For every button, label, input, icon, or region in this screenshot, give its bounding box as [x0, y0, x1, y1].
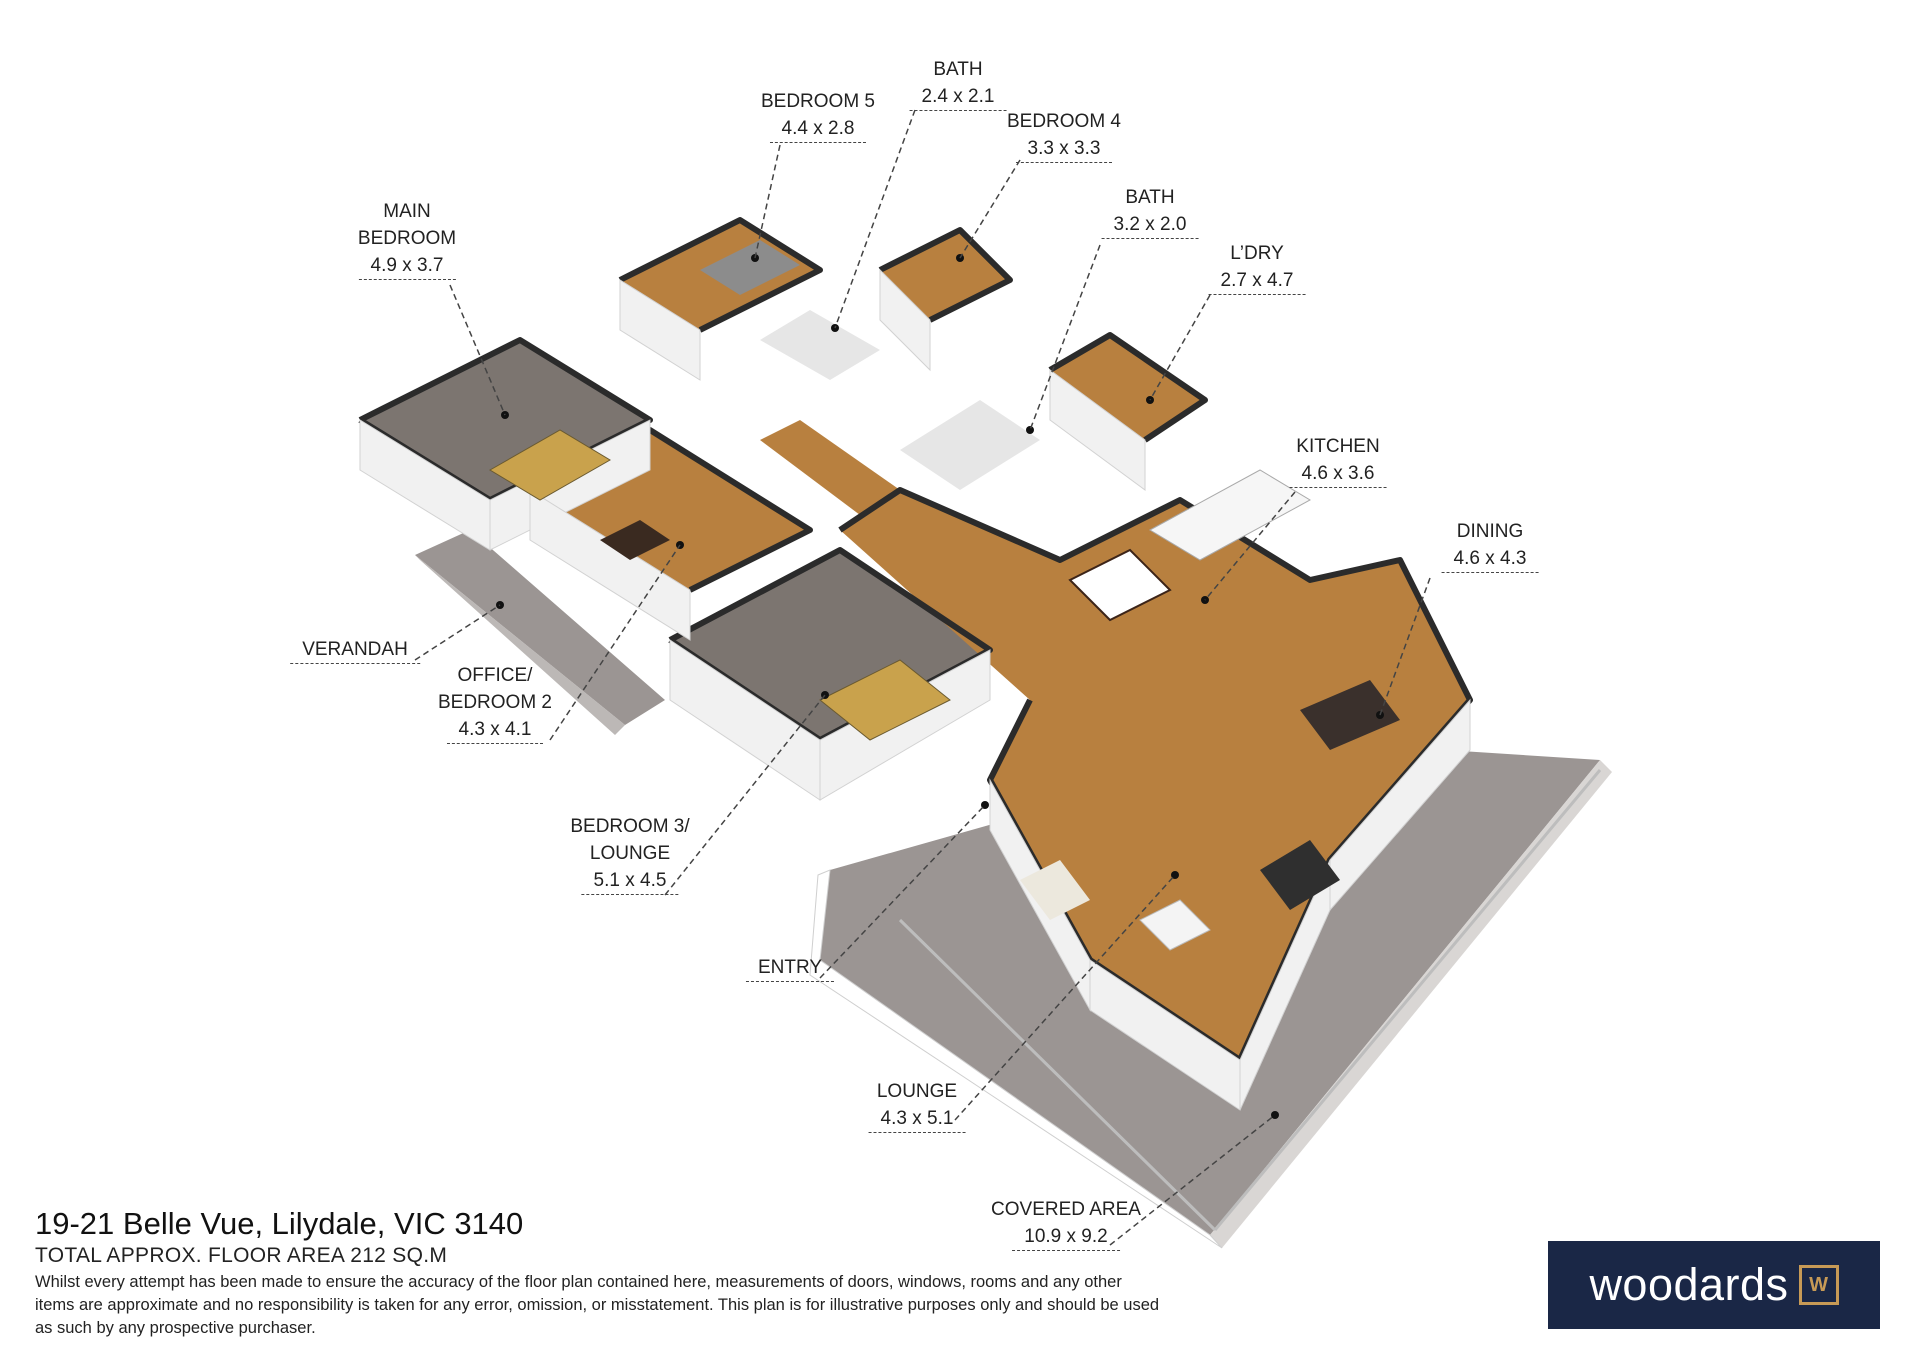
logo-mark-icon: W [1798, 1265, 1839, 1305]
label-entry: ENTRY [745, 954, 835, 982]
bedroom-5-bed [700, 240, 800, 295]
logo-wordmark: woodards [1589, 1259, 1789, 1310]
furniture [489, 240, 1400, 951]
room-markers [496, 254, 1384, 1119]
main-bed [489, 429, 611, 501]
office-desk [600, 520, 670, 560]
woodards-logo: woodards W [1548, 1241, 1880, 1329]
kitchen-island [1068, 548, 1172, 622]
kitchen-bench [1148, 469, 1312, 561]
verandah-deck [415, 530, 665, 735]
tv-unit [1260, 840, 1340, 910]
bedroom-3-bed [819, 659, 951, 741]
disclaimer: Whilst every attempt has been made to en… [35, 1273, 1160, 1337]
label-verandah: VERANDAH [290, 636, 420, 664]
dining-table [1300, 680, 1400, 750]
property-address: 19-21 Belle Vue, Lilydale, VIC 3140 [35, 1206, 524, 1241]
total-floor-area: TOTAL APPROX. FLOOR AREA 212 SQ.M [35, 1244, 448, 1267]
sofa [1020, 860, 1090, 920]
deck-railing [898, 769, 1602, 1232]
coffee-table [1139, 899, 1211, 951]
wall-faces [359, 268, 1471, 1111]
leader-lines [414, 109, 1431, 1246]
